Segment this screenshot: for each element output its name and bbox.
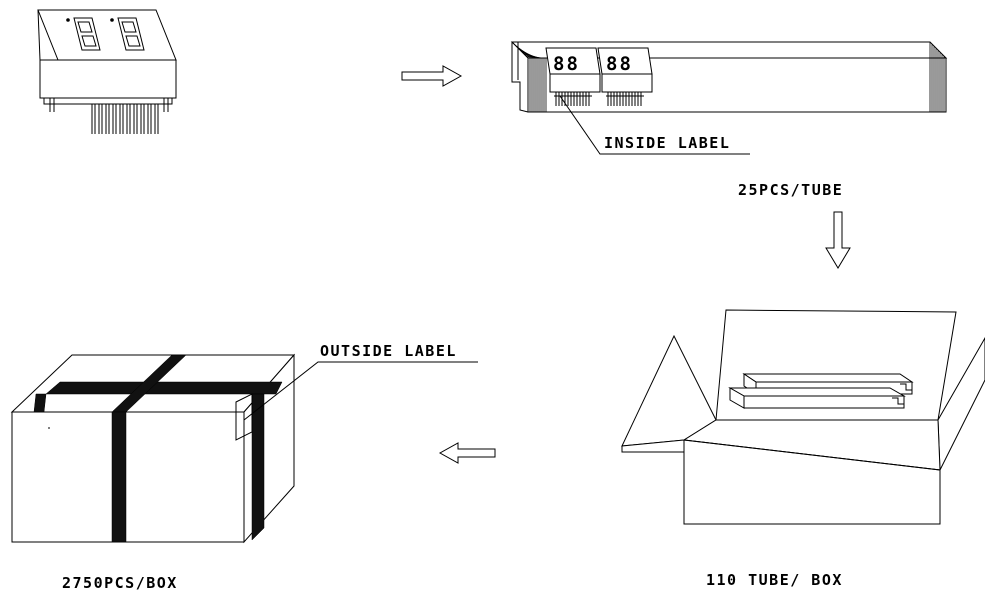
boxed-tube-2 (728, 387, 906, 409)
tube-quantity-label: 25PCS/TUBE (738, 181, 843, 199)
sealed-carton (10, 353, 296, 544)
tube: 88 88 (510, 41, 948, 113)
outside-label-callout: OUTSIDE LABEL (243, 342, 478, 421)
tube-component-2: 88 (597, 47, 653, 106)
seven-segment-digit-1 (66, 17, 101, 51)
seven-segment-digit-2 (110, 17, 145, 51)
inside-label-callout: INSIDE LABEL (559, 95, 750, 155)
led-display-component (37, 9, 177, 134)
total-quantity-label: 2750PCS/BOX (62, 574, 178, 592)
arrow-down-icon (825, 211, 851, 269)
tube-component-2-digits: 88 (606, 53, 633, 75)
arrow-right-icon (401, 65, 463, 87)
outside-label-text: OUTSIDE LABEL (320, 342, 457, 360)
open-carton (621, 309, 985, 525)
box-tube-count-label: 110 TUBE/ BOX (706, 571, 843, 589)
arrow-left-icon (438, 442, 496, 464)
inside-label-text: INSIDE LABEL (604, 134, 730, 152)
component-pins (91, 104, 159, 134)
tube-component-1-digits: 88 (553, 53, 580, 75)
